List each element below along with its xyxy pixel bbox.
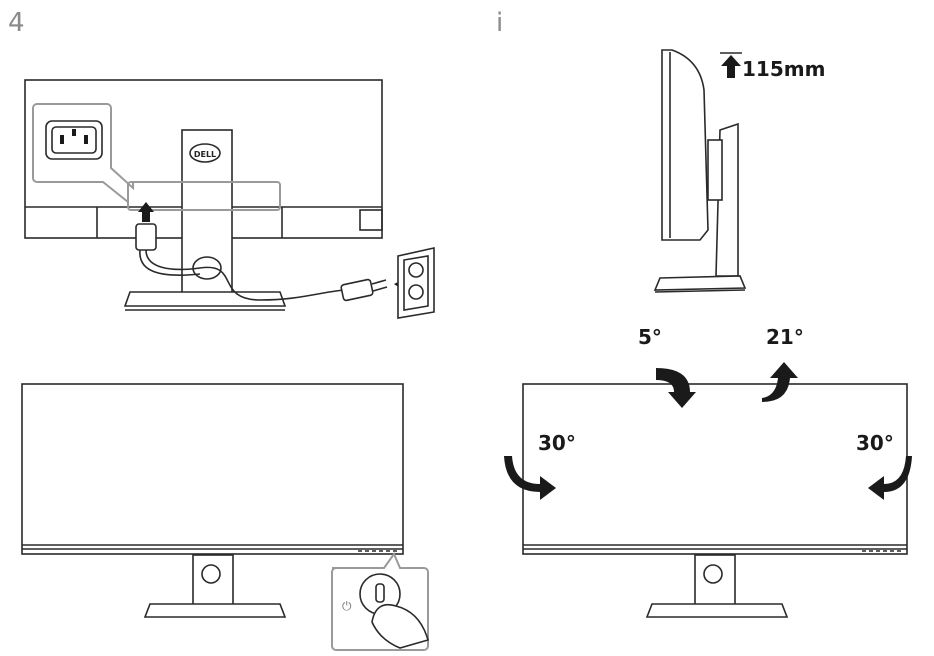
tilt-back-arrow-icon (762, 362, 798, 402)
tilt-forward-label: 5° (638, 325, 662, 349)
dell-logo-icon (189, 143, 221, 163)
power-symbol-icon: ⏻ (342, 599, 352, 613)
height-adjust-label: 115mm (742, 57, 825, 81)
swivel-right-label: 30° (856, 431, 894, 455)
height-arrow-icon (721, 55, 741, 78)
power-port-icon (45, 120, 103, 160)
swivel-left-arrow-icon (504, 456, 556, 500)
monitor-side-view: 115mm (653, 49, 825, 293)
finger-icon (371, 603, 429, 649)
monitor-rear-panel: DELL (24, 79, 435, 319)
monitor-front-power: ⏻ (21, 383, 429, 651)
stand-base (123, 291, 287, 307)
power-plug-icon (135, 223, 157, 251)
swivel-right-arrow-icon (868, 456, 912, 500)
insert-arrow-icon (138, 202, 154, 222)
dell-logo-text: DELL (194, 150, 216, 159)
tilt-forward-arrow-icon (656, 368, 696, 408)
step-number-4: 4 (8, 8, 25, 38)
swivel-left-label: 30° (538, 431, 576, 455)
step-number-i: i (496, 8, 504, 38)
tilt-back-label: 21° (766, 325, 804, 349)
monitor-tilt-swivel: 5° 21° 30° 30° (504, 325, 912, 618)
